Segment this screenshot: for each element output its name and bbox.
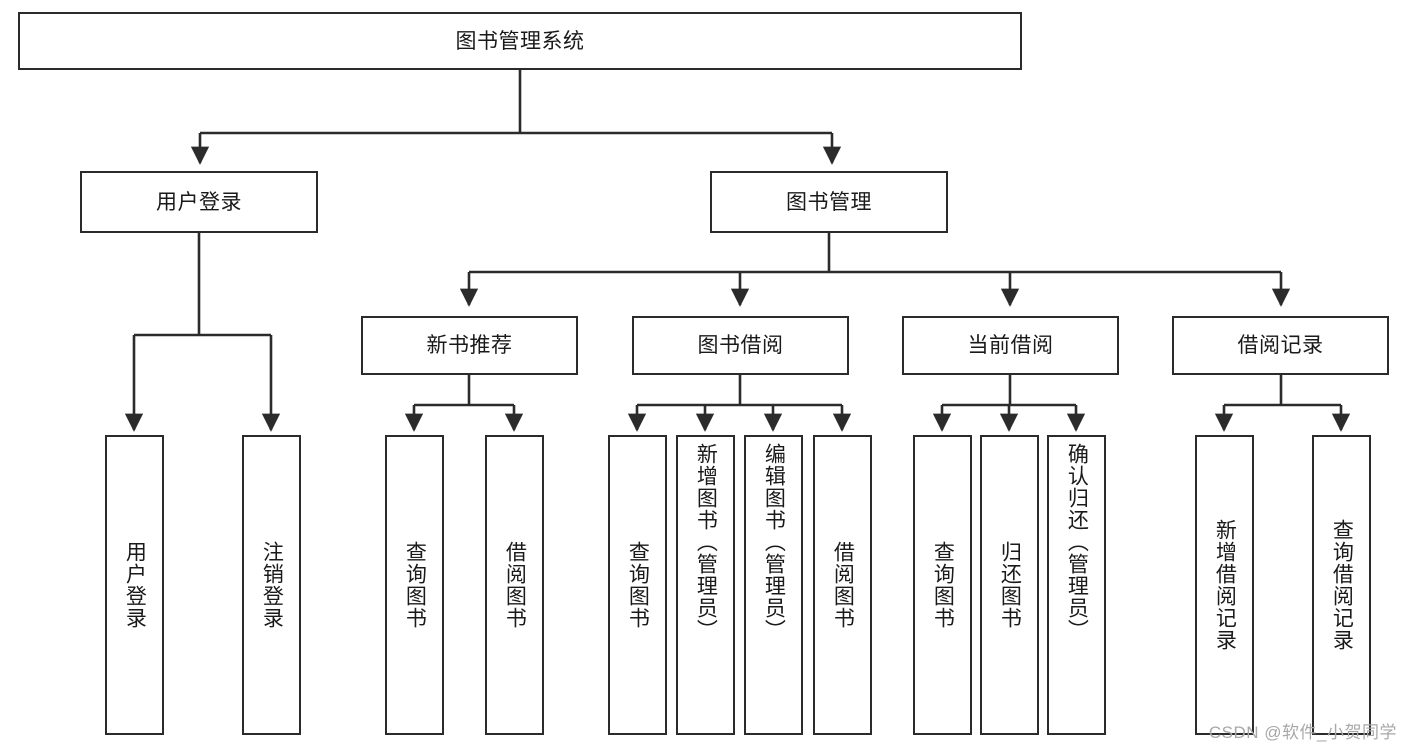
node-root-book-management-system[interactable]: 图书管理系统 [18, 12, 1022, 70]
node-label: 查询图书 [931, 541, 955, 629]
node-label: 编辑图书（管理员） [762, 443, 786, 641]
node-label: 图书管理系统 [455, 29, 585, 53]
node-label: 新增借阅记录 [1213, 519, 1237, 651]
node-label: 查询借阅记录 [1330, 519, 1354, 651]
node-borrow-record[interactable]: 借阅记录 [1172, 316, 1389, 375]
node-label: 借阅记录 [1237, 334, 1324, 357]
node-user-login[interactable]: 用户登录 [80, 171, 318, 233]
node-leaf-logout[interactable]: 注销登录 [242, 435, 301, 735]
node-leaf-user-login[interactable]: 用户登录 [105, 435, 164, 735]
node-leaf-add-record[interactable]: 新增借阅记录 [1195, 435, 1254, 735]
node-label: 图书管理 [786, 190, 872, 214]
node-leaf-add-book[interactable]: 新增图书（管理员） [676, 435, 735, 735]
node-leaf-return-book[interactable]: 归还图书 [980, 435, 1039, 735]
watermark-text: CSDN @软件_小贺同学 [1208, 723, 1397, 742]
node-current-borrow[interactable]: 当前借阅 [902, 316, 1119, 375]
node-leaf-borrow-book-1[interactable]: 借阅图书 [485, 435, 544, 735]
node-label: 借阅图书 [503, 541, 527, 629]
node-book-management[interactable]: 图书管理 [710, 171, 948, 233]
node-label: 用户登录 [156, 190, 242, 214]
node-label: 查询图书 [626, 541, 650, 629]
node-leaf-confirm-return[interactable]: 确认归还（管理员） [1047, 435, 1106, 735]
node-label: 用户登录 [123, 541, 147, 629]
node-leaf-query-book-2[interactable]: 查询图书 [608, 435, 667, 735]
node-label: 当前借阅 [967, 334, 1054, 357]
node-book-borrow[interactable]: 图书借阅 [632, 316, 849, 375]
node-label: 查询图书 [403, 541, 427, 629]
node-label: 归还图书 [998, 541, 1022, 629]
node-leaf-query-book-1[interactable]: 查询图书 [385, 435, 444, 735]
node-label: 新书推荐 [426, 334, 513, 357]
node-label: 确认归还（管理员） [1065, 443, 1089, 641]
node-label: 图书借阅 [697, 334, 784, 357]
node-leaf-query-book-3[interactable]: 查询图书 [913, 435, 972, 735]
node-leaf-borrow-book-2[interactable]: 借阅图书 [813, 435, 872, 735]
node-leaf-edit-book[interactable]: 编辑图书（管理员） [744, 435, 803, 735]
node-label: 新增图书（管理员） [694, 443, 718, 641]
node-label: 注销登录 [260, 541, 284, 629]
node-leaf-query-record[interactable]: 查询借阅记录 [1312, 435, 1371, 735]
node-new-book-recommend[interactable]: 新书推荐 [361, 316, 578, 375]
node-label: 借阅图书 [831, 541, 855, 629]
